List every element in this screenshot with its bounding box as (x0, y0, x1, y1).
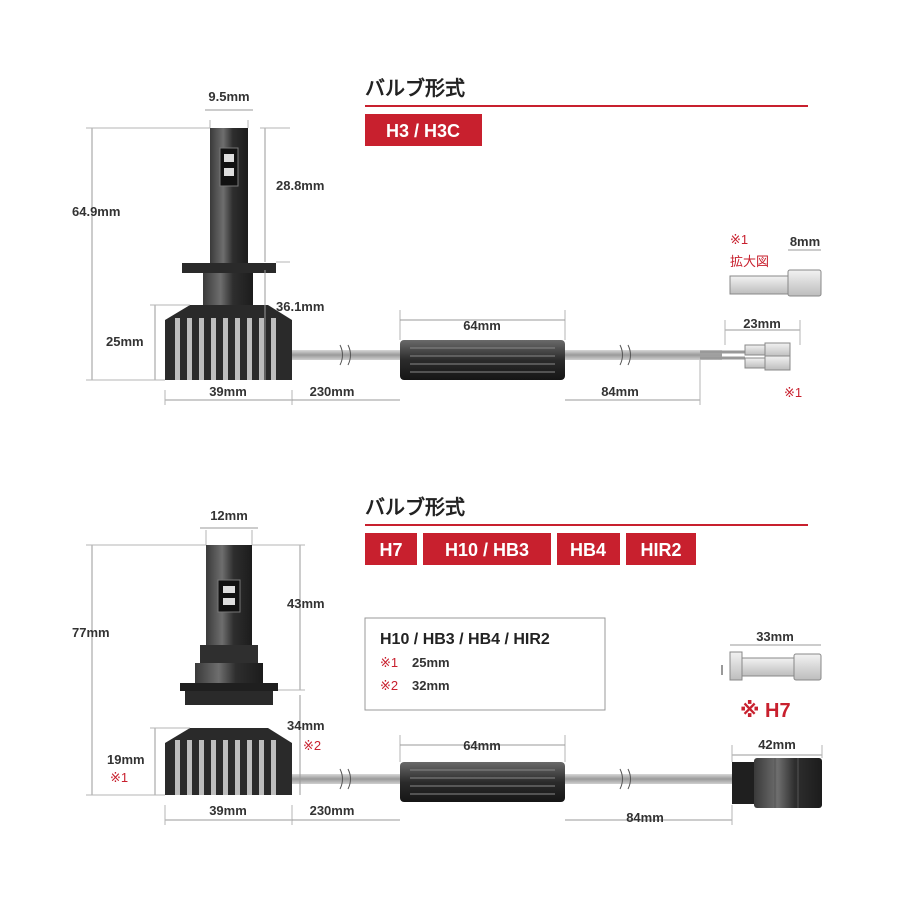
bottom-dim-connector: 42mm (758, 737, 796, 752)
top-dim-stem-width: 9.5mm (208, 89, 249, 104)
bottom-connector (732, 758, 822, 808)
bottom-dim-stem-width: 12mm (210, 508, 248, 523)
top-connector-mark: ※1 (784, 385, 802, 400)
bottom-dim-lead: 84mm (626, 810, 664, 825)
svg-text:HIR2: HIR2 (640, 540, 681, 560)
bottom-dim-flange-height: 34mm (287, 718, 325, 733)
bottom-bulb (165, 545, 292, 795)
h7-note: ※ H7 (740, 700, 791, 722)
top-dim-base-height: 25mm (106, 334, 144, 349)
bottom-tag-hb4: HB4 (557, 533, 620, 565)
top-zoom-label: 拡大図 (730, 254, 769, 269)
top-section: バルブ形式 H3 / H3C (72, 76, 822, 405)
bottom-tag-hir2: HIR2 (626, 533, 696, 565)
h7-connector-detail (721, 651, 822, 681)
bottom-title: バルブ形式 (365, 495, 465, 519)
top-dim-lines (86, 109, 821, 405)
legend-row-1-mark: ※1 (380, 655, 398, 670)
top-title: バルブ形式 (365, 76, 465, 100)
bottom-dim-lines (86, 527, 823, 825)
bottom-flange-mark: ※2 (303, 738, 321, 753)
top-dim-cable: 230mm (310, 384, 355, 399)
svg-text:H10 / HB3: H10 / HB3 (445, 540, 529, 560)
top-cable-break-2 (619, 344, 631, 366)
top-dim-connector: 23mm (743, 316, 781, 331)
legend-row-2-mark: ※2 (380, 678, 398, 693)
bottom-cable-break-2 (619, 768, 631, 790)
top-tag-h3: H3 / H3C (365, 114, 482, 146)
bottom-tag-h7: H7 (365, 533, 417, 565)
top-zoom-mark: ※1 (730, 232, 748, 247)
top-zoom-pin (729, 269, 822, 297)
bottom-tag-h10-hb3: H10 / HB3 (423, 533, 551, 565)
bottom-driver-box (400, 762, 565, 802)
bottom-dim-base-height: 19mm (107, 752, 145, 767)
top-driver-box (400, 340, 565, 380)
legend-title: H10 / HB3 / HB4 / HIR2 (380, 631, 550, 648)
bottom-dim-stem-height: 43mm (287, 596, 325, 611)
bottom-dim-box: 64mm (463, 738, 501, 753)
top-cable-break-1 (339, 344, 351, 366)
bottom-dim-cable: 230mm (310, 803, 355, 818)
top-dim-base-width: 39mm (209, 384, 247, 399)
top-dim-pin: 8mm (790, 234, 820, 249)
top-dim-flange-height: 36.1mm (276, 299, 324, 314)
bottom-legend: H10 / HB3 / HB4 / HIR2 ※1 25mm ※2 32mm (364, 617, 606, 711)
bottom-cable-break-1 (339, 768, 351, 790)
top-connector (700, 342, 791, 371)
top-dim-stem-height: 28.8mm (276, 178, 324, 193)
h7-dim-connector: 33mm (756, 629, 794, 644)
svg-text:HB4: HB4 (570, 540, 606, 560)
svg-text:H7: H7 (379, 540, 402, 560)
top-bulb (165, 128, 292, 380)
bottom-dim-total-height: 77mm (72, 625, 110, 640)
top-dim-box: 64mm (463, 318, 501, 333)
legend-row-1-value: 25mm (412, 655, 450, 670)
legend-row-2-value: 32mm (412, 678, 450, 693)
top-dim-lead: 84mm (601, 384, 639, 399)
bottom-section: バルブ形式 H7 H10 / HB3 HB4 HIR2 (72, 495, 823, 825)
top-dim-total-height: 64.9mm (72, 204, 120, 219)
bottom-dim-base-width: 39mm (209, 803, 247, 818)
svg-text:H3 / H3C: H3 / H3C (386, 121, 460, 141)
bottom-base-mark: ※1 (110, 770, 128, 785)
